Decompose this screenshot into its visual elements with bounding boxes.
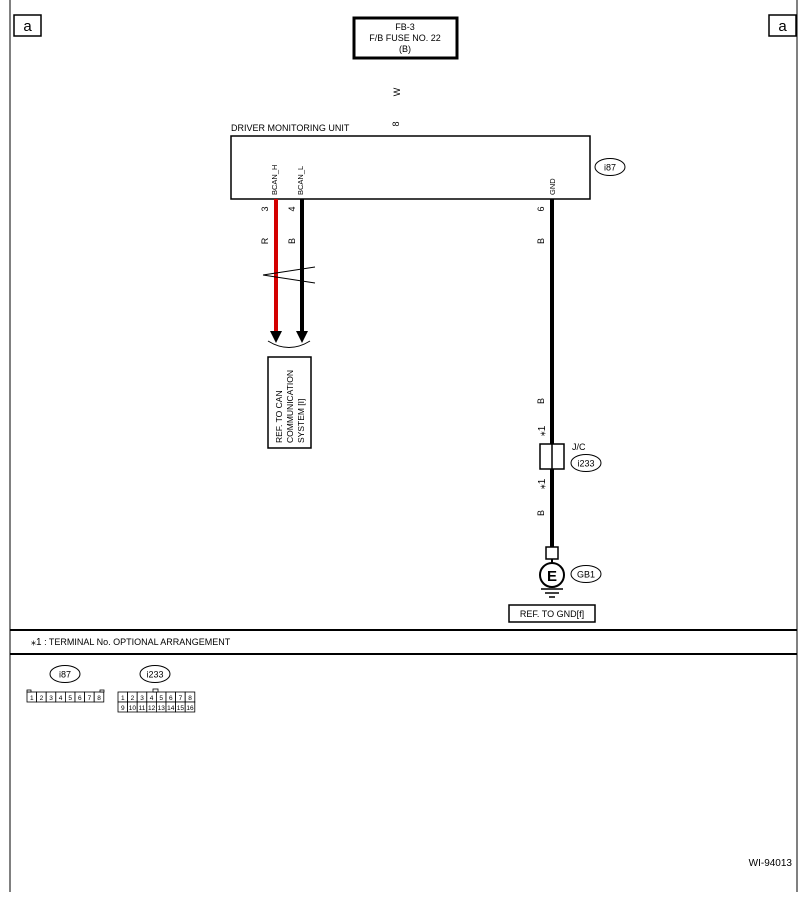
- i87-pin-number: 2: [40, 695, 44, 702]
- i87-pin-number: 6: [78, 695, 82, 702]
- connector-i87-ellipse: [49, 665, 81, 683]
- i233-pin-number: 9: [121, 705, 125, 712]
- i233-pin-number: 1: [121, 695, 125, 702]
- junction-connector-ellipse: [570, 454, 602, 472]
- ground-terminal: [545, 546, 559, 560]
- fuse-line-3: (B): [399, 44, 411, 54]
- connector-i233-ellipse: [139, 665, 171, 683]
- i233-pin-number: 13: [158, 705, 166, 712]
- i233-pin-number: 7: [179, 695, 183, 702]
- twist-marker-line-1: [262, 266, 316, 276]
- gnd-ref-text: REF. TO GND[f]: [520, 609, 584, 619]
- i233-pin-number: 6: [169, 695, 173, 702]
- ground-wire-color-mid: B: [536, 398, 546, 404]
- ground-point-ellipse: [570, 565, 602, 583]
- terminal-bcan-l: BCAN_L: [296, 166, 305, 195]
- ground-point-label: GB1: [577, 570, 595, 580]
- i87-pin-number: 3: [49, 695, 53, 702]
- corner-box-right: [768, 14, 797, 37]
- can-ref-line-1: REF. TO CAN: [274, 390, 284, 443]
- ground-wire-color-bottom: B: [536, 510, 546, 516]
- i233-pin-number: 5: [159, 695, 163, 702]
- i87-key-tab: [99, 689, 105, 693]
- connector-i87-label: i87: [59, 670, 71, 680]
- can-ref-line-2: COMMUNICATION: [285, 370, 295, 443]
- i233-pin-number: 16: [186, 705, 194, 712]
- can-high-pin: 3: [260, 206, 270, 211]
- can-low-color: B: [287, 238, 297, 244]
- i233-pin-number: 2: [131, 695, 135, 702]
- junction-label: J/C: [572, 442, 586, 452]
- ground-wire-mark-bottom: ⁎1: [537, 478, 548, 489]
- power-wire-color: W: [392, 87, 402, 96]
- i87-pin-number: 4: [59, 695, 63, 702]
- i87-pin-number: 1: [30, 695, 34, 702]
- i233-pin-number: 3: [140, 695, 144, 702]
- corner-label-right: a: [778, 18, 787, 35]
- ground-wire-mark-top: ⁎1: [537, 425, 548, 436]
- junction-connector-label: i233: [577, 459, 594, 469]
- i233-pin-number: 11: [139, 705, 146, 712]
- i233-key-tab: [152, 688, 159, 693]
- ground-symbol-letter: E: [547, 568, 557, 585]
- gnd-ref-box: [508, 604, 596, 623]
- footnote-mark: ⁎1: [31, 637, 42, 648]
- i87-pin-number: 8: [97, 695, 101, 702]
- unit-connector-ellipse: [594, 158, 626, 176]
- power-wire-pin: 8: [391, 121, 401, 126]
- can-ref-box: [267, 356, 312, 449]
- connector-i233-label: i233: [146, 670, 163, 680]
- figure-id: WI-94013: [749, 858, 793, 869]
- can-connector-arc: [267, 340, 311, 348]
- corner-label-left: a: [23, 18, 32, 35]
- ground-pin: 6: [536, 206, 546, 211]
- i233-pin-number: 4: [150, 695, 154, 702]
- twist-marker-line-2: [262, 274, 316, 284]
- i87-key-tab: [26, 689, 32, 693]
- i233-pin-number: 10: [129, 705, 137, 712]
- terminal-gnd: GND: [548, 178, 557, 195]
- footnote-text: : TERMINAL No. OPTIONAL ARRANGEMENT: [42, 637, 231, 647]
- fuse-box: [352, 16, 459, 60]
- i233-pin-number: 12: [148, 705, 156, 712]
- i87-pin-cell: [93, 691, 105, 703]
- can-low-pin: 4: [287, 206, 297, 211]
- can-high-color: R: [260, 237, 270, 244]
- i87-pin-number: 5: [68, 695, 72, 702]
- can-low-arrow: [296, 331, 308, 343]
- i87-pin-number: 7: [88, 695, 92, 702]
- fuse-line-2: F/B FUSE NO. 22: [369, 33, 441, 43]
- i233-pin-number: 15: [177, 705, 185, 712]
- can-ref-line-3: SYSTEM [I]: [296, 399, 306, 443]
- ground-wire-color-top: B: [536, 238, 546, 244]
- terminal-bcan-h: BCAN_H: [270, 165, 279, 195]
- footnote: ⁎1 : TERMINAL No. OPTIONAL ARRANGEMENT: [31, 637, 231, 648]
- i233-pin-cell: [184, 701, 196, 713]
- driver-monitoring-unit-box: [230, 135, 591, 200]
- unit-title: DRIVER MONITORING UNIT: [231, 123, 350, 133]
- i233-pin-number: 14: [167, 705, 175, 712]
- unit-connector-label: i87: [604, 163, 616, 173]
- fuse-line-1: FB-3: [395, 22, 415, 32]
- ground-symbol-circle: [539, 562, 565, 588]
- can-high-arrow: [270, 331, 282, 343]
- i233-pin-number: 8: [188, 695, 192, 702]
- corner-box-left: [13, 14, 42, 37]
